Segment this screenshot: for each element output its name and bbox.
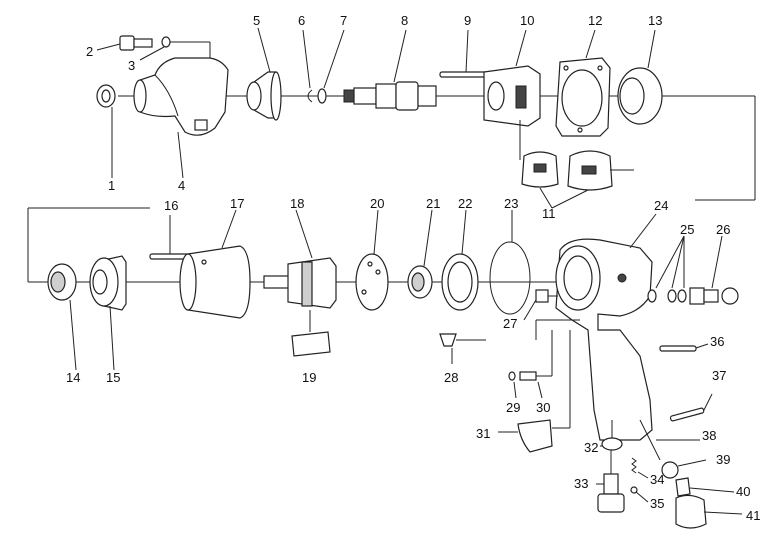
part-34-spring bbox=[631, 457, 649, 479]
label-23: 23 bbox=[504, 196, 518, 211]
part-39-regulator-cap bbox=[661, 459, 707, 479]
part-25-o-rings bbox=[647, 235, 687, 303]
part-36-roll-pin bbox=[659, 343, 709, 352]
label-1: 1 bbox=[108, 178, 115, 193]
label-34: 34 bbox=[650, 472, 664, 487]
label-10: 10 bbox=[520, 13, 534, 28]
part-19-rotor-vane bbox=[291, 310, 331, 357]
part-number-labels: 1 2 3 4 5 6 7 8 9 10 11 12 13 14 15 16 1… bbox=[66, 13, 760, 523]
label-39: 39 bbox=[716, 452, 730, 467]
part-26-reverse-valve bbox=[689, 235, 739, 305]
part-28-trigger-cap bbox=[439, 333, 486, 364]
label-37: 37 bbox=[712, 368, 726, 383]
label-35: 35 bbox=[650, 496, 664, 511]
label-15: 15 bbox=[106, 370, 120, 385]
label-8: 8 bbox=[401, 13, 408, 28]
part-4-hammer-case bbox=[133, 57, 229, 179]
part-8-anvil bbox=[343, 29, 437, 111]
part-32-inlet-o-ring bbox=[600, 420, 623, 451]
label-3: 3 bbox=[128, 58, 135, 73]
label-32: 32 bbox=[584, 440, 598, 455]
label-13: 13 bbox=[648, 13, 662, 28]
label-11: 11 bbox=[542, 206, 556, 221]
part-23-housing-gasket bbox=[489, 210, 531, 315]
label-16: 16 bbox=[164, 198, 178, 213]
label-40: 40 bbox=[736, 484, 750, 499]
part-12-gasket bbox=[555, 29, 611, 137]
label-33: 33 bbox=[574, 476, 588, 491]
part-14-rear-bearing bbox=[47, 263, 77, 371]
part-24-motor-housing bbox=[555, 213, 657, 441]
part-7-o-ring bbox=[317, 29, 345, 104]
part-31-trigger bbox=[498, 330, 571, 453]
label-19: 19 bbox=[302, 370, 316, 385]
part-35-ball bbox=[630, 486, 649, 503]
label-27: 27 bbox=[503, 316, 517, 331]
label-41: 41 bbox=[746, 508, 760, 523]
label-12: 12 bbox=[588, 13, 602, 28]
part-5-bushing bbox=[246, 27, 282, 121]
label-28: 28 bbox=[444, 370, 458, 385]
part-17-cylinder bbox=[179, 209, 251, 319]
label-38: 38 bbox=[702, 428, 716, 443]
part-41-exhaust-deflector bbox=[675, 494, 743, 529]
part-40-spring bbox=[675, 477, 735, 497]
part-6-retaining-ring bbox=[302, 29, 313, 103]
label-25: 25 bbox=[680, 222, 694, 237]
part-21-front-bearing bbox=[407, 209, 433, 299]
label-24: 24 bbox=[654, 198, 668, 213]
label-4: 4 bbox=[178, 178, 185, 193]
label-6: 6 bbox=[298, 13, 305, 28]
part-27-valve-plug bbox=[523, 289, 580, 340]
part-33-air-inlet bbox=[596, 450, 625, 513]
part-38-valve-stem bbox=[639, 419, 700, 461]
label-30: 30 bbox=[536, 400, 550, 415]
part-29-30-trigger-pin bbox=[508, 330, 553, 399]
part-20-front-end-plate bbox=[355, 209, 389, 311]
part-3-lockwasher bbox=[139, 36, 211, 61]
part-15-end-plate bbox=[89, 255, 127, 371]
part-11-hammers bbox=[519, 120, 634, 209]
part-1-washer bbox=[96, 84, 116, 178]
label-14: 14 bbox=[66, 370, 80, 385]
label-18: 18 bbox=[290, 196, 304, 211]
label-7: 7 bbox=[340, 13, 347, 28]
label-20: 20 bbox=[370, 196, 384, 211]
part-13-bearing-cap bbox=[617, 29, 663, 125]
part-22-bearing-retainer bbox=[441, 209, 479, 311]
label-17: 17 bbox=[230, 196, 244, 211]
label-29: 29 bbox=[506, 400, 520, 415]
label-9: 9 bbox=[464, 13, 471, 28]
part-37-roll-pin bbox=[669, 393, 713, 422]
part-2-screw bbox=[96, 35, 153, 51]
part-10-hammer-frame bbox=[483, 29, 541, 127]
label-2: 2 bbox=[86, 44, 93, 59]
label-22: 22 bbox=[458, 196, 472, 211]
label-5: 5 bbox=[253, 13, 260, 28]
label-31: 31 bbox=[476, 426, 490, 441]
part-16-dowel-pin bbox=[149, 215, 193, 260]
label-26: 26 bbox=[716, 222, 730, 237]
label-36: 36 bbox=[710, 334, 724, 349]
part-9-pin bbox=[439, 29, 487, 78]
part-18-rotor bbox=[263, 209, 337, 309]
label-21: 21 bbox=[426, 196, 440, 211]
